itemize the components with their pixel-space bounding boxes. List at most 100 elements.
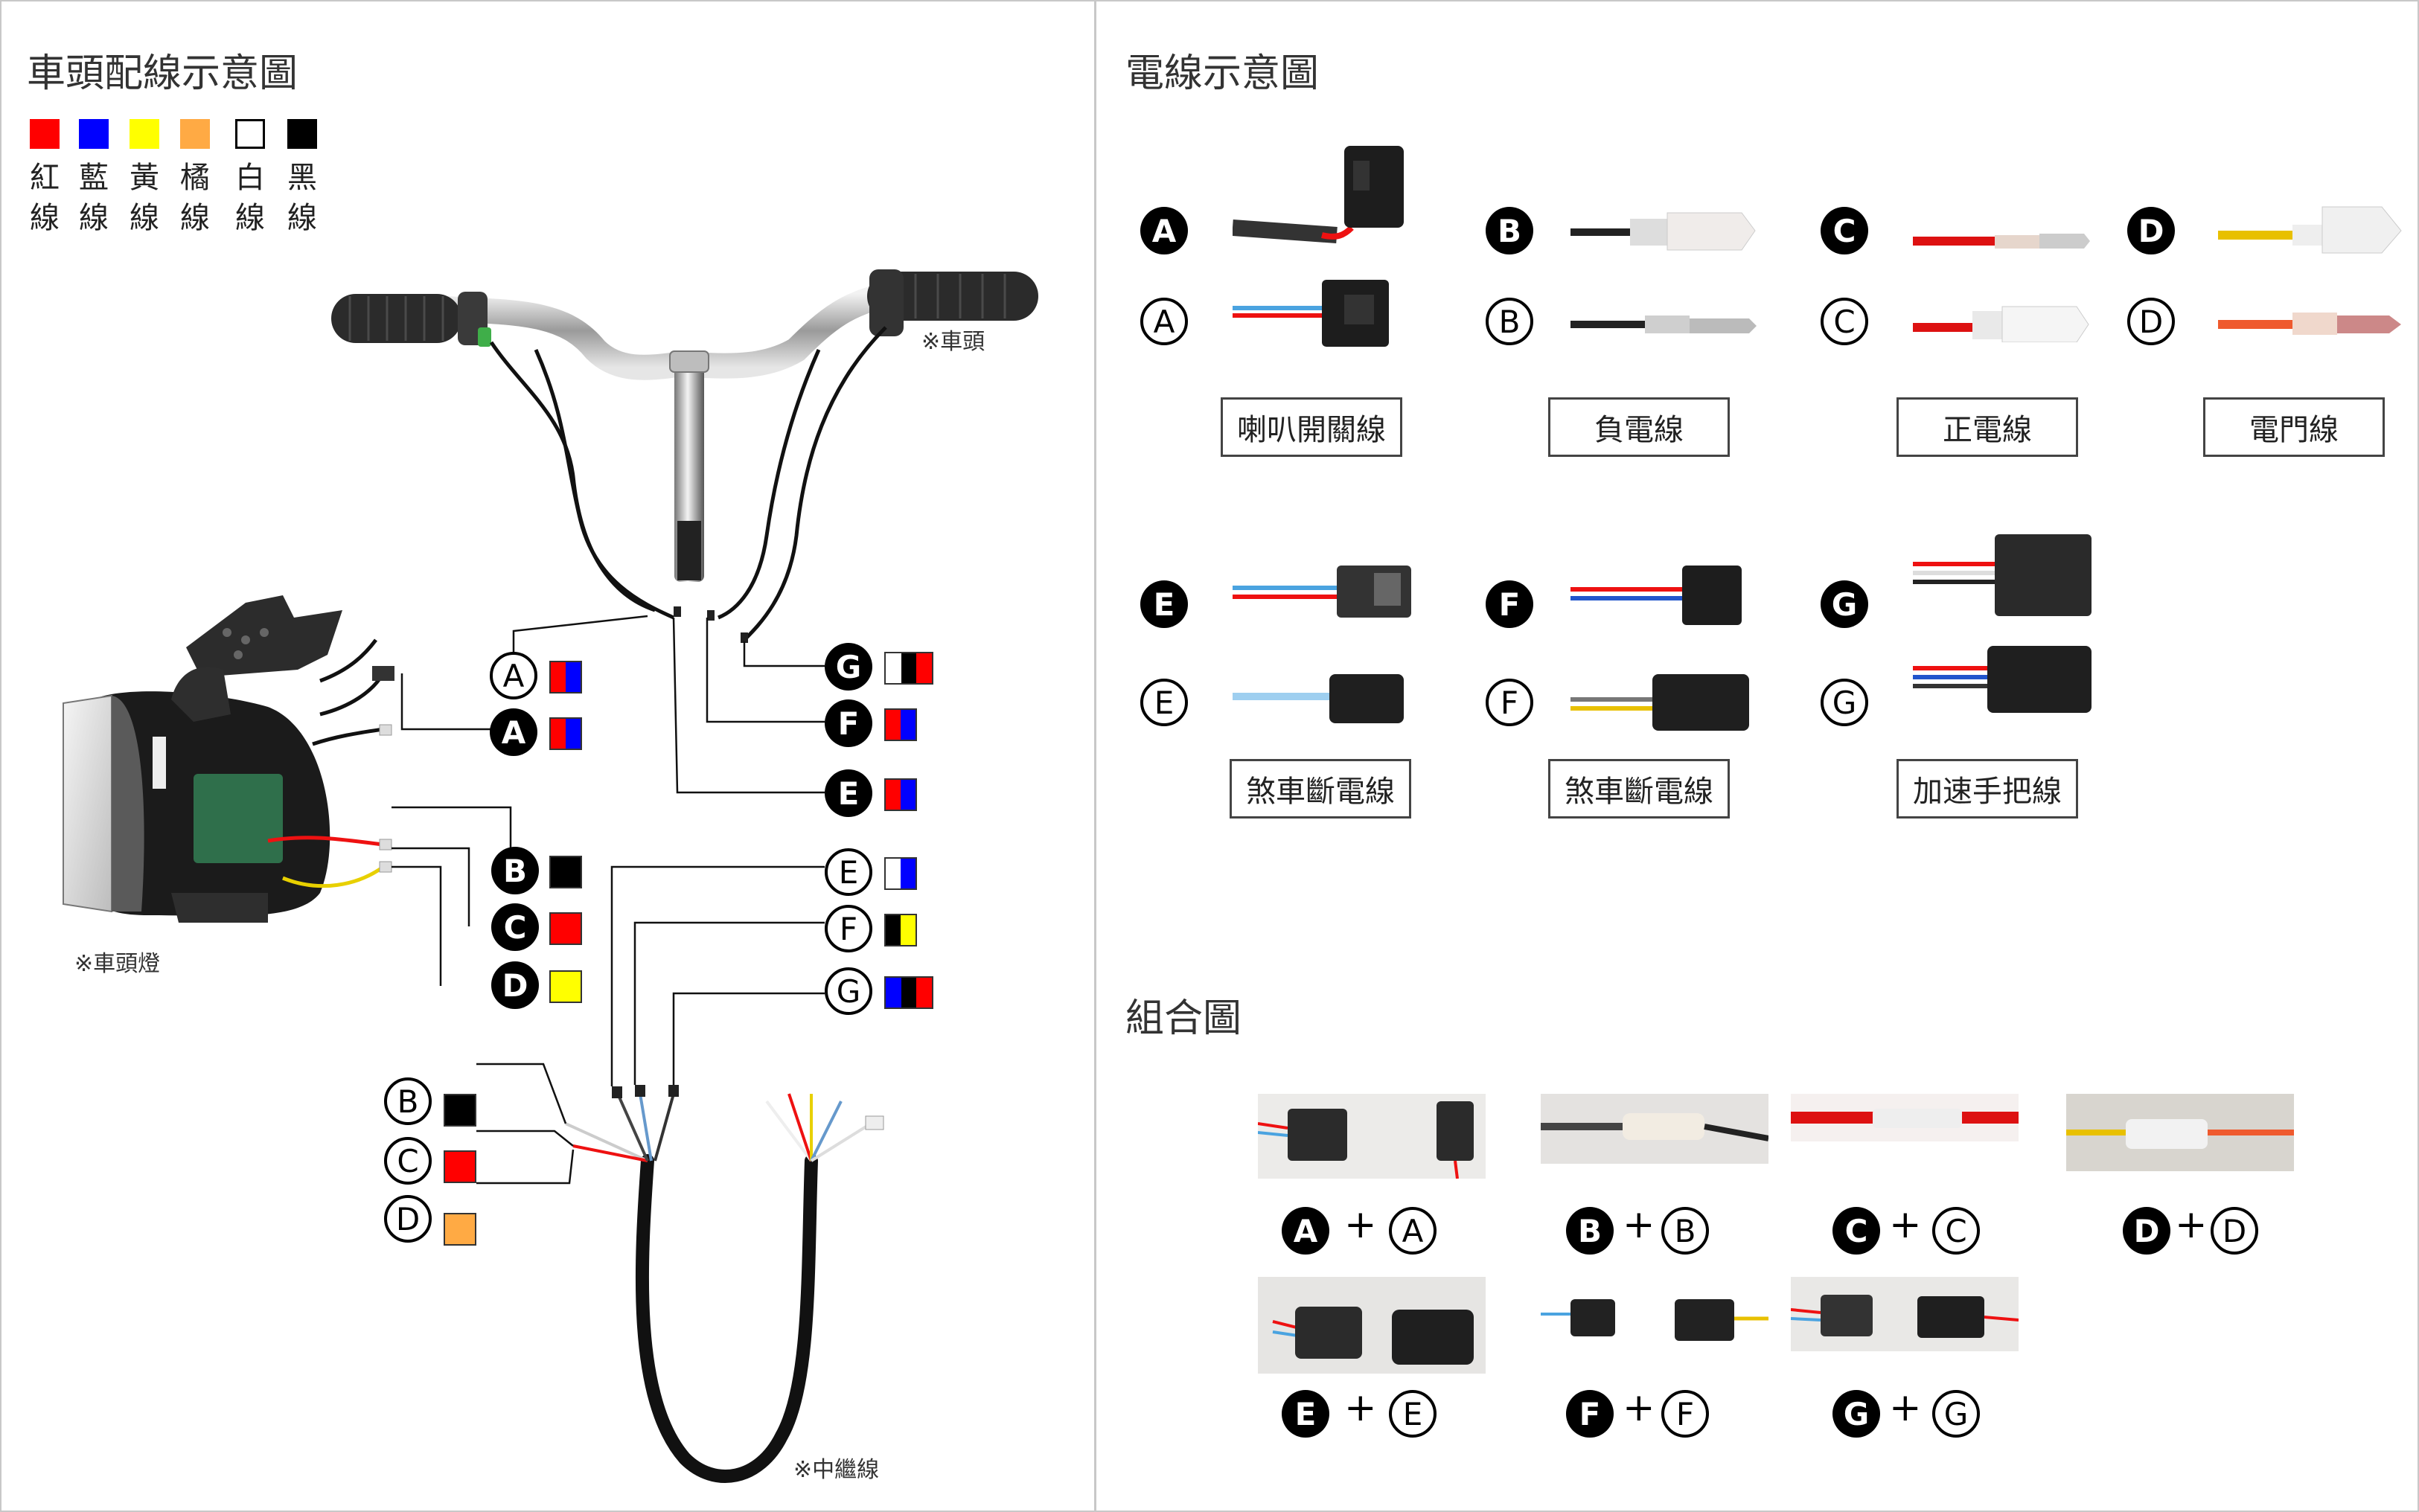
legend-swatch-red — [30, 119, 60, 149]
combo-plus-c: + — [1889, 1202, 1922, 1247]
wire-badge-d-solid: D — [2127, 207, 2175, 254]
callout-badge-g-solid: G — [825, 643, 872, 691]
wire-color-e2 — [884, 857, 917, 890]
wire-badge-g-solid: G — [1821, 580, 1868, 628]
wire-color-c1 — [549, 912, 582, 945]
wire-color-c2 — [444, 1150, 476, 1183]
wire-photo-d — [2218, 206, 2402, 335]
callout-badge-b-outline: B — [384, 1077, 432, 1125]
callout-badge-c-outline: C — [384, 1137, 432, 1185]
callout-badge-f-outline: F — [825, 905, 872, 952]
wire-color-d2 — [444, 1213, 476, 1246]
wire-label-positive: 正電線 — [1896, 397, 2078, 457]
right-grip — [867, 272, 1038, 321]
wire-label-horn-switch: 喇叭開關線 — [1221, 397, 1402, 457]
combo-plus-a: + — [1344, 1202, 1377, 1247]
wire-badge-c-outline: C — [1821, 298, 1868, 345]
wire-photo-f — [1570, 566, 1749, 731]
combo-photo-c — [1791, 1094, 2019, 1141]
wire-photo-e — [1233, 566, 1411, 723]
harness-cable — [635, 1154, 818, 1483]
legend-label-red: 紅線 — [30, 161, 60, 235]
combo-d-solid: D — [2123, 1207, 2170, 1255]
legend-label-yellow: 黃線 — [130, 161, 159, 235]
combo-photo-f — [1541, 1277, 1768, 1359]
combo-b-solid: B — [1566, 1207, 1614, 1255]
combo-plus-g: + — [1889, 1386, 1922, 1430]
wire-photo-b — [1570, 212, 1757, 333]
combo-photo-a — [1258, 1094, 1486, 1179]
wire-badge-f-outline: F — [1486, 679, 1533, 726]
wire-label-brake-cutoff-2: 煞車斷電線 — [1548, 759, 1730, 819]
combo-plus-f: + — [1623, 1386, 1655, 1430]
headlight-assembly — [63, 595, 342, 923]
wire-badge-e-solid: E — [1140, 580, 1188, 628]
combo-f-outline: F — [1661, 1390, 1709, 1438]
wire-badge-b-solid: B — [1486, 207, 1533, 254]
wire-photo-a — [1233, 146, 1404, 347]
callout-badge-a-solid: A — [490, 708, 537, 756]
combo-a-outline: A — [1389, 1207, 1437, 1255]
callout-badge-g-outline: G — [825, 967, 872, 1015]
callout-badge-f-solid: F — [825, 699, 872, 747]
wire-badge-e-outline: E — [1140, 679, 1188, 726]
combo-plus-e: + — [1344, 1386, 1377, 1430]
legend-label-orange: 橘線 — [180, 161, 210, 235]
combo-a-solid: A — [1282, 1207, 1329, 1255]
note-harness: ※中繼線 — [793, 1457, 880, 1483]
wire-color-b1 — [549, 856, 582, 888]
panel-divider — [1094, 0, 1096, 1512]
wire-color-e1 — [884, 778, 917, 811]
wire-photo-g — [1913, 534, 2092, 713]
combo-g-outline: G — [1932, 1390, 1980, 1438]
wire-badge-a-outline: A — [1140, 298, 1188, 345]
legend-label-white: 白線 — [235, 161, 265, 235]
combo-plus-d: + — [2175, 1202, 2208, 1247]
wire-label-negative: 負電線 — [1548, 397, 1730, 457]
wire-color-a1 — [549, 661, 582, 693]
legend-swatch-yellow — [130, 119, 159, 149]
wire-label-throttle: 加速手把線 — [1896, 759, 2078, 819]
combo-b-outline: B — [1661, 1207, 1709, 1255]
wire-color-g2 — [884, 976, 933, 1009]
wire-badge-f-solid: F — [1486, 580, 1533, 628]
combo-plus-b: + — [1623, 1202, 1655, 1247]
wire-color-b2 — [444, 1094, 476, 1127]
wire-photo-c — [1913, 234, 2090, 342]
combo-section-title: 組合圖 — [1125, 996, 1242, 1041]
wiring-illustration — [63, 269, 1038, 1483]
wire-color-a2 — [549, 717, 582, 750]
legend-swatch-white — [235, 119, 265, 149]
combo-photo-d — [2066, 1094, 2294, 1171]
combo-e-outline: E — [1389, 1390, 1437, 1438]
wire-badge-a-solid: A — [1140, 207, 1188, 254]
legend-swatch-orange — [180, 119, 210, 149]
legend-swatch-black — [287, 119, 317, 149]
wire-color-f2 — [884, 914, 917, 946]
wire-badge-d-outline: D — [2127, 298, 2175, 345]
wire-badge-g-outline: G — [1821, 679, 1868, 726]
callout-badge-d-solid: D — [491, 961, 539, 1009]
combo-g-solid: G — [1832, 1390, 1880, 1438]
combo-e-solid: E — [1282, 1390, 1329, 1438]
callout-badge-b-solid: B — [491, 847, 539, 894]
left-panel-title: 車頭配線示意圖 — [27, 51, 298, 96]
callout-badge-e-outline: E — [825, 848, 872, 896]
combo-photo-e — [1258, 1277, 1486, 1374]
legend-label-black: 黑線 — [287, 161, 317, 235]
legend-swatch-blue — [79, 119, 109, 149]
combo-c-solid: C — [1832, 1207, 1880, 1255]
combo-photo-g — [1791, 1277, 2019, 1351]
wire-color-f1 — [884, 708, 917, 741]
callout-badge-e-solid: E — [825, 769, 872, 817]
wire-label-brake-cutoff-1: 煞車斷電線 — [1230, 759, 1411, 819]
wire-color-d1 — [549, 970, 582, 1003]
left-grip — [331, 294, 461, 343]
wires-section-title: 電線示意圖 — [1125, 51, 1320, 96]
combo-d-outline: D — [2211, 1207, 2258, 1255]
wire-badge-b-outline: B — [1486, 298, 1533, 345]
callout-badge-c-solid: C — [491, 903, 539, 951]
legend-label-blue: 藍線 — [79, 161, 109, 235]
wire-badge-c-solid: C — [1821, 207, 1868, 254]
